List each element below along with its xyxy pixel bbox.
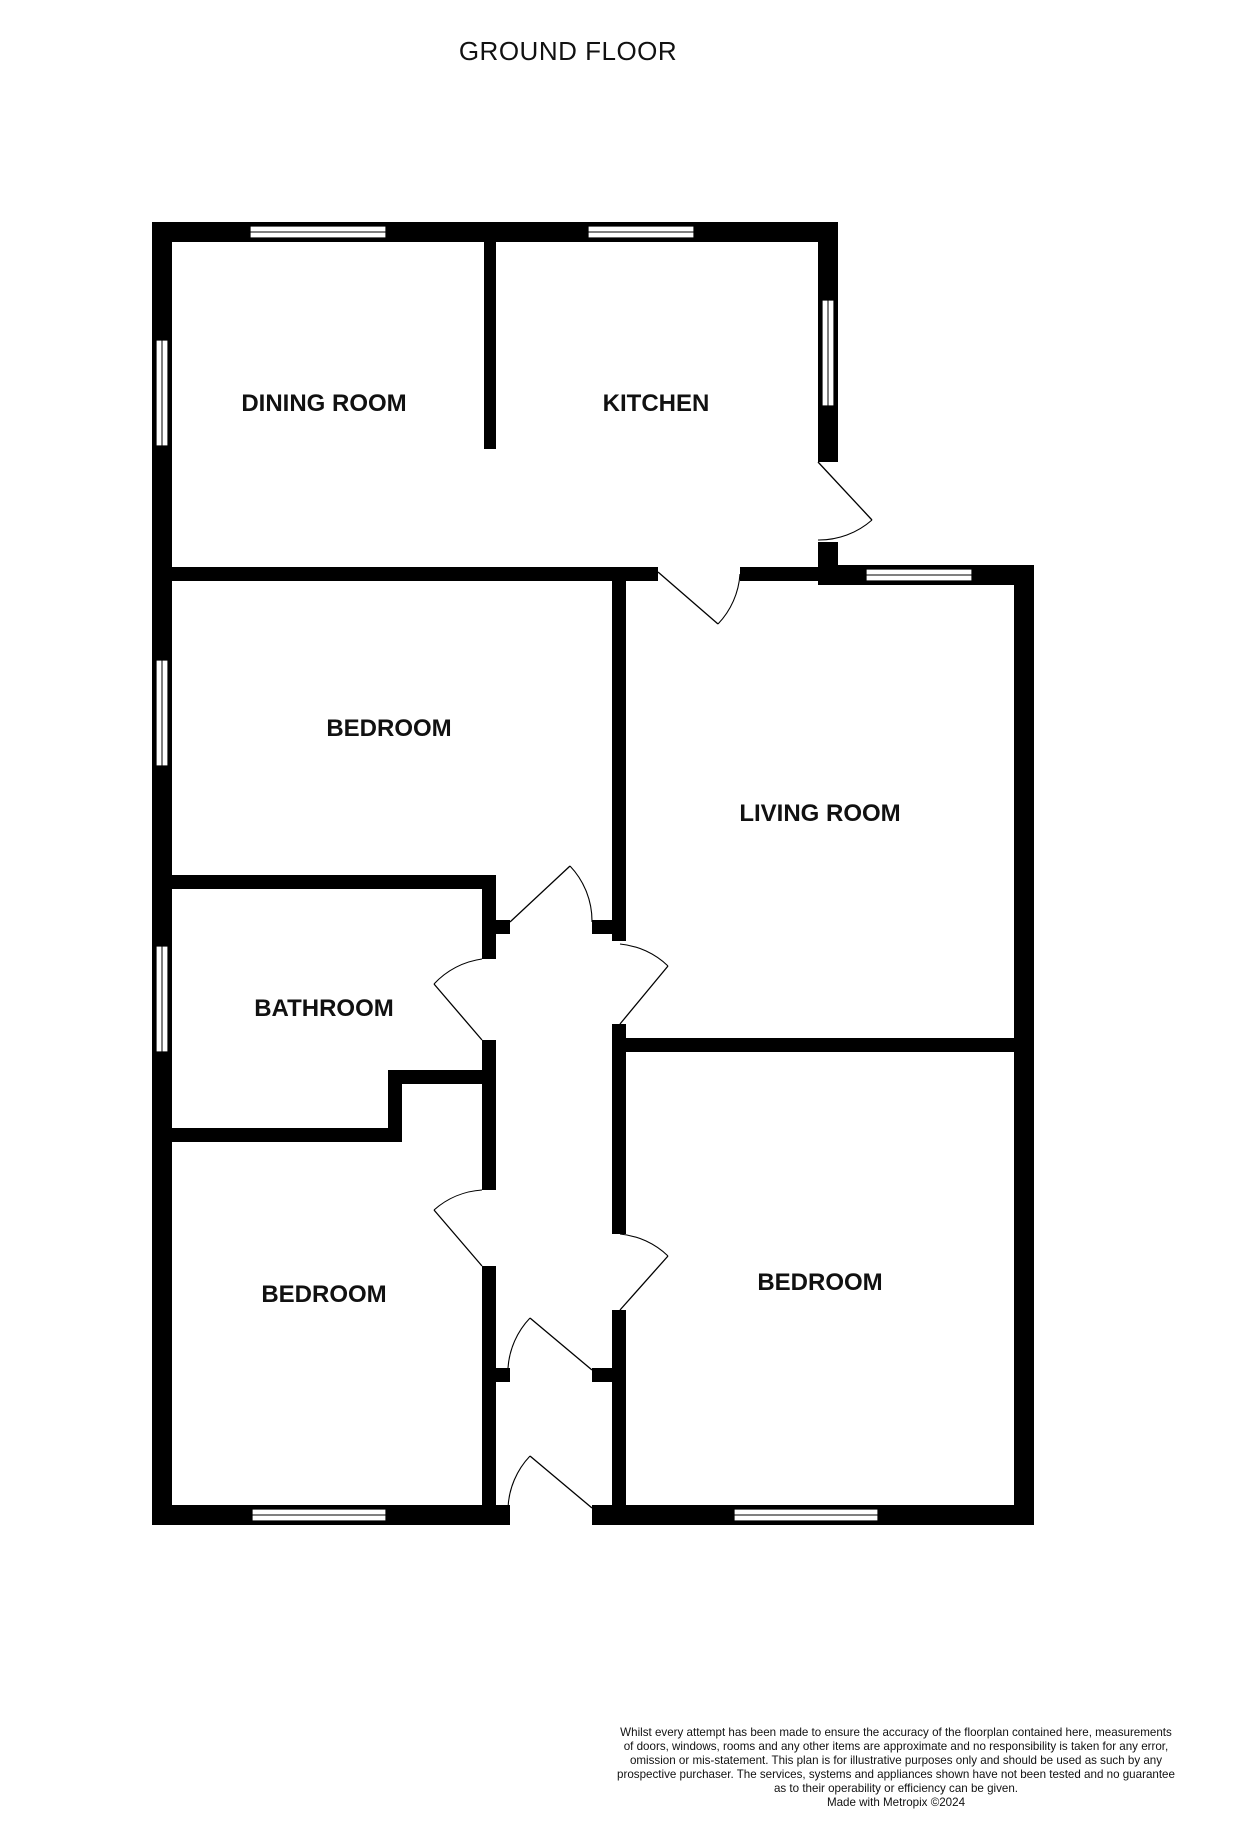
- room-label-kitchen: KITCHEN: [603, 390, 710, 417]
- disclaimer-line-1: Whilst every attempt has been made to en…: [620, 1726, 1172, 1739]
- disclaimer: Whilst every attempt has been made to en…: [617, 1726, 1175, 1809]
- wall-kitchen-living: [740, 567, 838, 581]
- wall-bathroom-bottom: [170, 1128, 402, 1142]
- floor-title: GROUND FLOOR: [459, 36, 677, 66]
- door-bedroom-bottom-right: [619, 1233, 669, 1311]
- room-label-bedroom-bottom-left: BEDROOM: [261, 1281, 386, 1308]
- walls: [152, 222, 1034, 1525]
- windows: [155, 225, 973, 1522]
- window-kitchen-top: [587, 225, 695, 239]
- disclaimer-line-2: of doors, windows, rooms and any other i…: [624, 1740, 1169, 1753]
- room-labels: DINING ROOM KITCHEN BEDROOM LIVING ROOM …: [241, 390, 900, 1308]
- room-label-living: LIVING ROOM: [739, 800, 900, 827]
- door-bedroom-bottom-left: [433, 1189, 483, 1267]
- door-front: [507, 1455, 593, 1509]
- credit-line: Made with Metropix ©2024: [827, 1796, 966, 1809]
- wall-corridor-left-lower: [482, 1266, 496, 1525]
- wall-bathroom-step-side: [388, 1070, 402, 1142]
- window-bathroom-left: [155, 945, 169, 1053]
- wall-corridor-left-stub: [482, 920, 510, 934]
- wall-corridor-right-lower: [612, 1310, 626, 1525]
- wall-corridor-right-upper: [612, 581, 626, 941]
- wall-corridor-right-stub2: [592, 1368, 626, 1382]
- disclaimer-line-3: omission or mis-statement. This plan is …: [630, 1754, 1162, 1767]
- door-living-corridor: [619, 943, 669, 1025]
- wall-corridor-left-upper: [482, 875, 496, 959]
- window-dining-top: [249, 225, 387, 239]
- room-label-bathroom: BATHROOM: [254, 995, 394, 1022]
- wall-corridor-left-stub2: [482, 1368, 510, 1382]
- wall-outer-left: [152, 222, 172, 1525]
- wall-bathroom-step-top: [388, 1070, 496, 1084]
- door-kitchen-living: [657, 571, 741, 625]
- window-bedroom-left: [155, 659, 169, 767]
- door-bathroom: [433, 958, 483, 1041]
- wall-corridor-right-stub: [592, 920, 626, 934]
- window-bedroom-bottom-right: [733, 1508, 879, 1522]
- door-kitchen-external: [817, 461, 873, 541]
- wall-corridor-right-mid2: [612, 1046, 626, 1234]
- window-living-top: [865, 568, 973, 582]
- doors: [433, 461, 873, 1509]
- window-dining-left: [155, 339, 169, 447]
- disclaimer-line-5: as to their operability or efficiency ca…: [774, 1782, 1018, 1795]
- disclaimer-line-4: prospective purchaser. The services, sys…: [617, 1768, 1175, 1781]
- wall-living-bedroom: [620, 1038, 1034, 1052]
- window-kitchen-right: [821, 299, 835, 407]
- wall-dining-bedroom: [170, 567, 658, 581]
- door-bedroom-mid-left: [509, 865, 593, 923]
- room-label-bedroom-mid-left: BEDROOM: [326, 715, 451, 742]
- wall-bedroom-bathroom: [170, 875, 496, 889]
- door-inner-hall: [507, 1317, 593, 1371]
- room-label-dining: DINING ROOM: [241, 390, 406, 417]
- wall-corridor-left-mid: [482, 1040, 496, 1190]
- room-label-bedroom-bottom-right: BEDROOM: [757, 1269, 882, 1296]
- wall-dining-kitchen: [484, 240, 496, 449]
- window-bedroom-bottom-left: [251, 1508, 387, 1522]
